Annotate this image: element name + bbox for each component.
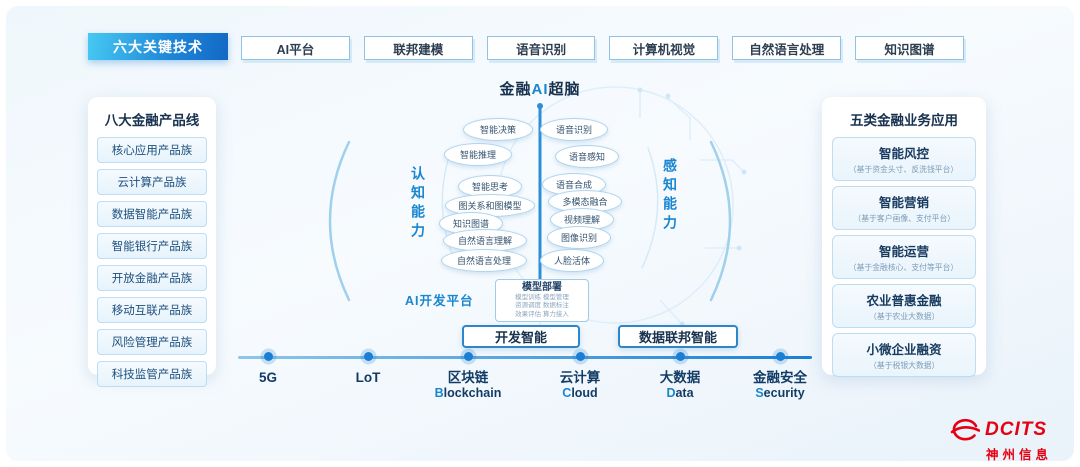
capability-bubble-right-5: 图像识别 [547,226,611,249]
business-apps-panel: 五类金融业务应用 智能风控 （基于资金头寸、反洗钱平台） 智能营销 （基于客户画像、支… [822,97,986,377]
model-box-line-0: 模型训练 模型管理 [515,293,569,301]
capability-bubble-right-0: 语音识别 [540,118,608,141]
six-key-tech-button: 六大关键技术 [88,33,228,60]
perception-ability-label: 感知能力 [662,158,678,234]
business-app-item-subtitle: （基于税银大数据） [868,360,940,370]
business-app-item-subtitle: （基于客户画像、支付平台） [853,213,955,223]
ai-dev-platform-label: AI开发平台 [405,294,474,308]
product-line-item-6: 风险管理产品族 [97,329,207,355]
product-lines-panel: 八大金融产品线 核心应用产品族云计算产品族数据智能产品族智能银行产品族开放金融产… [88,97,216,387]
model-deploy-title: 模型部署 [522,281,562,293]
product-line-item-1: 云计算产品族 [97,169,207,195]
business-app-item-title: 小微企业融资 [866,343,942,357]
business-app-item-4: 小微企业融资 （基于税银大数据） [832,333,976,377]
business-app-item-title: 智能营销 [878,196,929,210]
model-box-lines: 模型训练 模型管理资源调度 数据标注效果评估 算力接入 [515,294,569,319]
capability-bubble-right-1: 语音感知 [555,145,619,168]
product-line-item-3: 智能银行产品族 [97,233,207,259]
business-apps-title: 五类金融业务应用 [850,113,958,128]
product-lines-title: 八大金融产品线 [104,113,200,128]
product-line-item-0: 核心应用产品族 [97,137,207,163]
tech-bar-items: AI平台联邦建模语音识别计算机视觉自然语言处理知识图谱 [241,36,964,60]
title-suffix: 超脑 [548,81,581,98]
business-app-item-title: 农业普惠金融 [866,294,942,308]
model-box-line-2: 效果评估 算力接入 [515,310,569,318]
capability-bubble-right-6: 人脸活体 [540,249,604,272]
business-app-item-title: 智能风控 [878,147,929,161]
tech-item-1: 联邦建模 [363,36,473,60]
ai-superbrain-title: 金融AI超脑 [499,78,580,99]
business-app-item-3: 农业普惠金融 （基于农业大数据） [832,284,976,328]
tech-item-4: 自然语言处理 [732,36,842,60]
business-app-item-subtitle: （基于资金头寸、反洗钱平台） [849,164,959,174]
tech-item-3: 计算机视觉 [609,36,719,60]
model-deploy-box: 模型部署 模型训练 模型管理资源调度 数据标注效果评估 算力接入 [495,279,589,322]
business-app-item-0: 智能风控 （基于资金头寸、反洗钱平台） [832,137,976,181]
business-app-item-1: 智能营销 （基于客户画像、支付平台） [832,186,976,230]
capability-bubble-right-4: 视频理解 [550,208,614,231]
dcits-brand-text: DCITS [985,419,1047,440]
develop-intelligence-button: 开发智能 [462,325,580,348]
capability-bubble-left-0: 智能决策 [463,118,533,141]
product-line-item-7: 科技监管产品族 [97,361,207,387]
product-line-item-4: 开放金融产品族 [97,265,207,291]
business-app-item-2: 智能运营 （基于金融核心、支付等平台） [832,235,976,279]
title-prefix: 金融 [499,81,532,98]
timeline-axis [238,356,812,359]
tech-item-2: 语音识别 [486,36,596,60]
product-line-item-2: 数据智能产品族 [97,201,207,227]
dcits-logo: DCITS 神州信息 [950,417,1052,463]
tech-item-5: 知识图谱 [855,36,964,60]
cognitive-ability-label: 认知能力 [410,166,426,242]
data-federation-intelligence-button: 数据联邦智能 [618,325,738,348]
business-app-item-subtitle: （基于农业大数据） [868,311,940,321]
model-box-line-1: 资源调度 数据标注 [515,302,569,310]
dcits-swirl-icon [950,418,980,441]
capability-bubble-left-1: 智能推理 [444,143,512,166]
right-panel-items: 智能风控 （基于资金头寸、反洗钱平台） 智能营销 （基于客户画像、支付平台） 智能运营 （… [832,137,976,377]
business-app-item-subtitle: （基于金融核心、支付等平台） [849,262,959,272]
business-app-item-title: 智能运营 [878,245,929,259]
left-panel-items: 核心应用产品族云计算产品族数据智能产品族智能银行产品族开放金融产品族移动互联产品… [97,137,207,387]
product-line-item-5: 移动互联产品族 [97,297,207,323]
title-ai: AI [531,81,549,98]
dcits-company-name: 神州信息 [986,448,1053,462]
capability-bubble-left-6: 自然语言处理 [441,249,527,272]
tech-item-0: AI平台 [241,36,350,60]
